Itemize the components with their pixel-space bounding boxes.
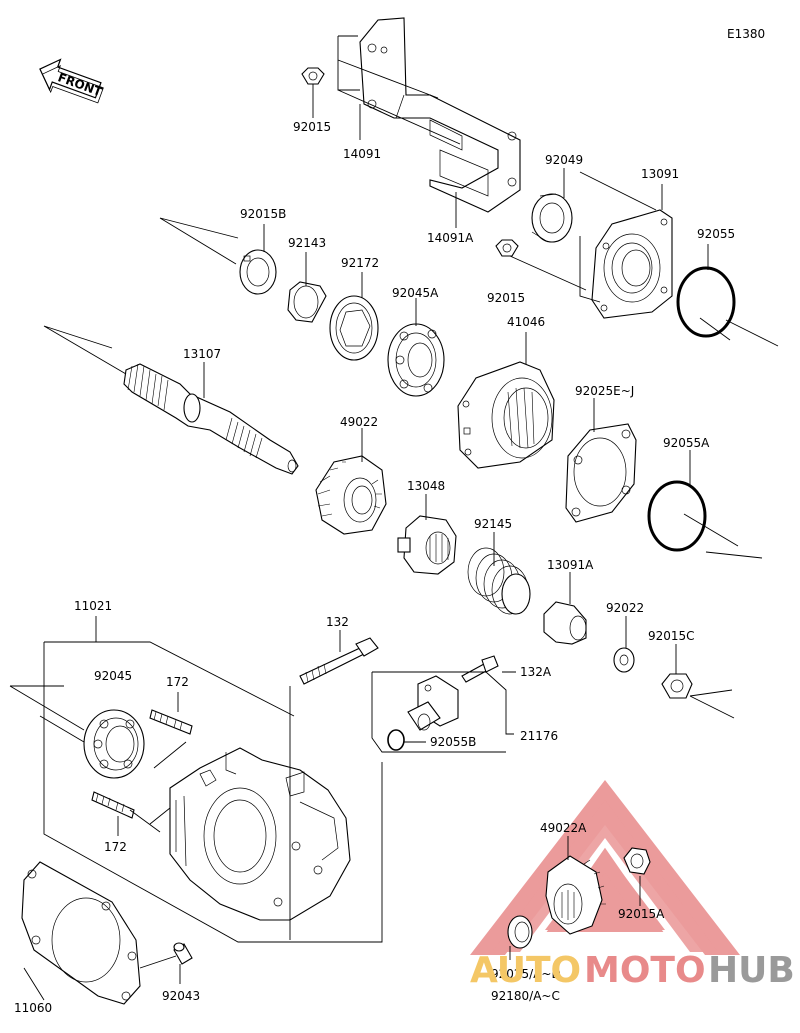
o-ring-92055: [676, 266, 736, 338]
shaft-13107: [123, 363, 299, 475]
label-13048: 13048: [407, 479, 445, 493]
nut-92015A: [623, 847, 651, 875]
nut-92015-top: [301, 67, 325, 85]
label-14091: 14091: [343, 147, 381, 161]
stud-172-top: [149, 709, 193, 735]
label-92015A: 92015A: [618, 907, 665, 921]
watermark-text: AUTO MOTO HUB: [470, 950, 795, 991]
label-49022A: 49022A: [540, 821, 587, 835]
bolt-132: [299, 637, 379, 685]
label-132A: 132A: [520, 665, 552, 679]
shim-92025-92180: [507, 915, 533, 949]
label-92055: 92055: [697, 227, 735, 241]
front-arrow-icon: FRONT: [39, 58, 105, 104]
housing-41046: [457, 361, 555, 469]
label-172-top: 172: [166, 675, 189, 689]
bevel-gear-49022A: [545, 855, 606, 935]
label-21176: 21176: [520, 729, 558, 743]
housing-13091: [591, 209, 673, 319]
bearing-92045A: [387, 323, 445, 397]
label-13091A: 13091A: [547, 558, 594, 572]
circlip-92015B: [239, 249, 277, 295]
watermark-hub: HUB: [708, 950, 795, 991]
nut-92015-mid: [495, 239, 519, 257]
label-92015C: 92015C: [648, 629, 695, 643]
label-92143: 92143: [288, 236, 326, 250]
watermark-moto: MOTO: [584, 950, 706, 991]
leader-lines: [9, 35, 779, 1001]
label-13091: 13091: [641, 167, 679, 181]
label-92045A: 92045A: [392, 286, 439, 300]
label-92049: 92049: [545, 153, 583, 167]
washer-92022: [613, 647, 635, 673]
stud-172-bottom: [91, 791, 135, 819]
label-92025-A-D: 92025/A~D: [491, 967, 561, 981]
label-92025E-J: 92025E~J: [575, 384, 634, 398]
collar-92143: [287, 281, 327, 323]
label-92045: 92045: [94, 669, 132, 683]
label-14091A: 14091A: [427, 231, 474, 245]
nut-92015C: [661, 673, 693, 699]
diagram-code: E1380: [727, 27, 765, 41]
label-132: 132: [326, 615, 349, 629]
label-11060: 11060: [14, 1001, 52, 1015]
o-ring-92055A: [647, 480, 707, 552]
bevel-gear-49022: [315, 455, 387, 535]
label-172-bottom: 172: [104, 840, 127, 854]
pin-92043: [173, 942, 193, 965]
label-92180-A-C: 92180/A~C: [491, 989, 560, 1003]
label-92015-top: 92015: [293, 120, 331, 134]
clutch-13048: [397, 515, 457, 575]
watermark-auto: AUTO: [470, 950, 581, 991]
gear-case-11021: [169, 747, 351, 921]
label-92055B: 92055B: [430, 735, 476, 749]
sensor-21176: [407, 675, 459, 731]
collar-13091A: [543, 601, 587, 645]
label-13107: 13107: [183, 347, 221, 361]
label-92015-mid: 92015: [487, 291, 525, 305]
label-92172: 92172: [341, 256, 379, 270]
label-92145: 92145: [474, 517, 512, 531]
spring-92145: [467, 547, 531, 615]
bracket-14091: [359, 17, 521, 213]
oil-seal-92049: [531, 193, 573, 243]
label-92015B: 92015B: [240, 207, 286, 221]
o-ring-92055B: [387, 729, 405, 751]
gasket-11060: [21, 861, 141, 1005]
label-41046: 41046: [507, 315, 545, 329]
spacer-92172: [329, 295, 379, 361]
label-49022: 49022: [340, 415, 378, 429]
part-labels: E1380 92015 14091 92049 13091 92015B 920…: [14, 27, 765, 1015]
bearing-92045: [83, 709, 145, 779]
label-92055A: 92055A: [663, 436, 710, 450]
label-92022: 92022: [606, 601, 644, 615]
label-11021: 11021: [74, 599, 112, 613]
bolt-132A: [461, 655, 499, 683]
gasket-92025E-J: [565, 423, 637, 523]
label-92043: 92043: [162, 989, 200, 1003]
